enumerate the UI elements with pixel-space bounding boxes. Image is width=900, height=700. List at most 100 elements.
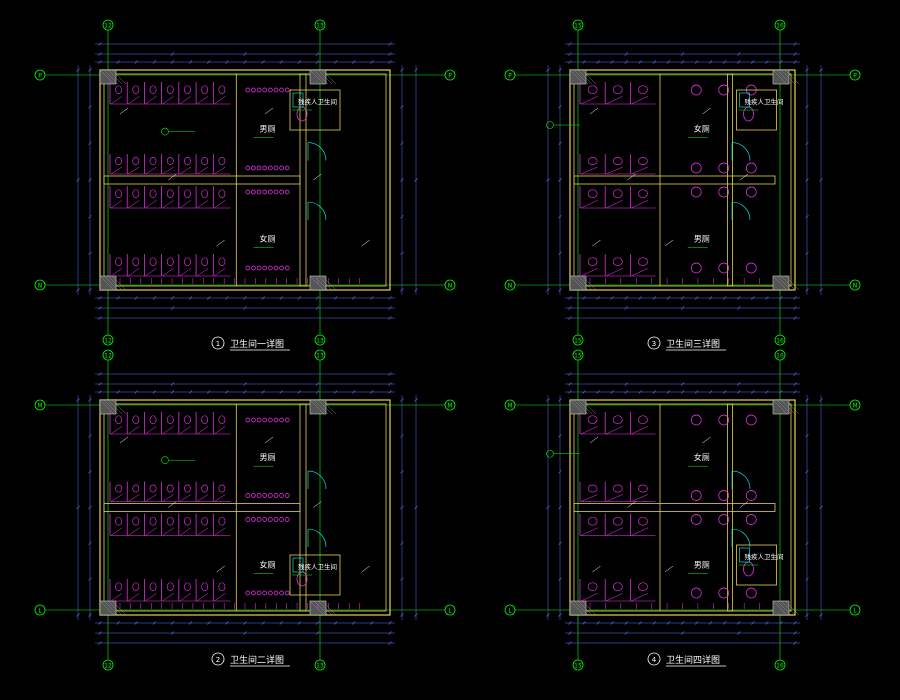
sink-row-b-sink-4 [267,493,273,498]
column-0 [99,69,117,85]
outer-wall [569,399,796,616]
leader-2 [664,565,674,573]
dim-bottom-0-tick-15 [370,621,374,625]
dim-bottom-0-tick-8 [680,621,685,625]
dim-top-0-tick-3 [152,390,157,394]
dim-right-0-tick-4 [400,214,404,219]
dim-bottom-0-tick-11 [297,296,302,300]
dim-bottom-2-tick-1 [388,641,392,645]
leader-2 [216,239,225,247]
column-3-hatch-2 [317,600,333,616]
stall-row-d-toilet-6 [218,582,226,591]
dim-top-0-tick-15 [370,60,374,64]
callout-marker [546,449,554,458]
accessible-grab-bar [292,557,304,573]
axis-bubble-right-bottom-label: N [853,283,858,290]
dim-right-0-tick-2 [805,141,809,146]
stall-row-c-toilet-3 [166,516,174,526]
dim-left-1-tick-2 [546,288,550,292]
stall-row-a-door-1 [128,426,140,435]
column-2-hatch-3 [581,275,597,291]
stall-row-a-toilet-5 [201,85,209,94]
stall-row-a-door-5 [196,426,209,435]
column-0 [569,69,587,85]
stall-row-d-toilet-5 [201,582,209,591]
dim-top-0-tick-10 [708,60,713,64]
door-arc-0 [731,142,751,161]
sink-row-a-sink-1 [718,414,730,426]
dim-top-1-tick-0 [98,52,102,56]
dim-bottom-1-tick-3 [315,306,320,310]
stall-row-d-door-0 [580,593,598,602]
dim-bottom-0-tick-1 [582,296,586,300]
leader-4 [313,173,322,181]
sink-row-d-sink-4 [267,590,273,596]
axis-bubble-top-left-circle [572,19,584,31]
axis-bubble-top-left: 15 [572,19,584,31]
axis-bubble-left-top-circle [504,399,516,411]
plan-2-number: 2 [216,656,220,664]
axis-bubble-top-left: 12 [102,349,114,361]
axis-bubble-right-top-circle [444,69,456,81]
dim-top-0-tick-7 [666,390,671,394]
sink-row-c-sink-0 [245,517,251,522]
dim-top-0-tick-6 [652,60,657,64]
axis-bubble-bottom-right-label: 13 [316,338,324,345]
dim-bottom-0-tick-13 [751,296,755,300]
leader-4 [739,173,749,181]
dim-bottom-0-tick-0 [568,621,572,625]
stall-row-d-door-6 [214,593,226,602]
dim-top-0-tick-6 [207,390,211,394]
dim-bottom-0-tick-10 [279,296,283,300]
dim-top-0-tick-14 [765,390,769,394]
dim-bottom-1-tick-4 [388,306,392,310]
room-label-1: 女厕 [260,560,276,570]
stall-row-c-door-2 [631,200,649,209]
dim-top-0-tick-11 [297,390,302,394]
column-3-hatch-3 [321,600,337,616]
dim-left-0-tick-0 [88,398,92,402]
dim-top-0-tick-4 [170,390,175,394]
dim-top-0-tick-16 [793,60,797,64]
dim-top-1-tick-2 [243,382,247,386]
dim-bottom-0-tick-4 [170,621,175,625]
dim-left-0-tick-2 [558,141,562,146]
plan-2-title: 2 卫生间二详图 [211,652,290,667]
sink-row-a-sink-0 [690,84,702,96]
sink-row-b-sink-2 [256,493,262,498]
dim-bottom-1-tick-1 [170,306,175,310]
sink-row-a-sink-7 [284,417,290,423]
sink-row-d-sink-6 [279,265,284,271]
dim-top-0-tick-13 [333,390,338,394]
stall-row-b-door-0 [110,166,123,175]
stall-row-b-door-2 [631,166,649,175]
column-2-hatch-0 [99,600,115,616]
dim-right-0-tick-2 [400,141,404,146]
column-3 [772,600,790,616]
axis-bubble-right-top-label: P [448,73,452,80]
stall-row-c-door-3 [162,200,174,209]
dim-top-0-tick-13 [751,390,755,394]
sink-row-c-sink-2 [745,514,757,525]
dim-bottom-1-tick-4 [388,631,392,635]
dim-left-1-tick-2 [546,613,550,617]
dim-left-0-tick-2 [558,469,562,474]
axis-bubble-bottom-left: 12 [102,334,114,346]
dim-top-0-tick-9 [261,390,265,394]
column-1 [309,399,327,415]
dim-right-0-tick-0 [400,68,404,72]
dim-bottom-1-tick-1 [624,306,628,310]
stall-row-c-toilet-0 [115,189,123,198]
dim-bottom-0-tick-4 [624,296,628,300]
stall-row-d-door-5 [196,593,209,602]
sink-row-b-sink-0 [245,493,251,498]
stall-row-a-toilet-1 [612,85,623,94]
stall-row-b-toilet-1 [132,484,140,493]
sink-row-d-sink-3 [262,265,268,271]
stall-row-a-door-0 [110,96,123,105]
dim-bottom-0-tick-6 [652,621,657,625]
axis-bubble-left-top-circle [34,399,46,411]
dim-bottom-0-tick-13 [333,621,338,625]
axis-bubble-bottom-left-label: 15 [574,663,582,670]
axis-bubble-bottom-right: 16 [774,334,786,346]
